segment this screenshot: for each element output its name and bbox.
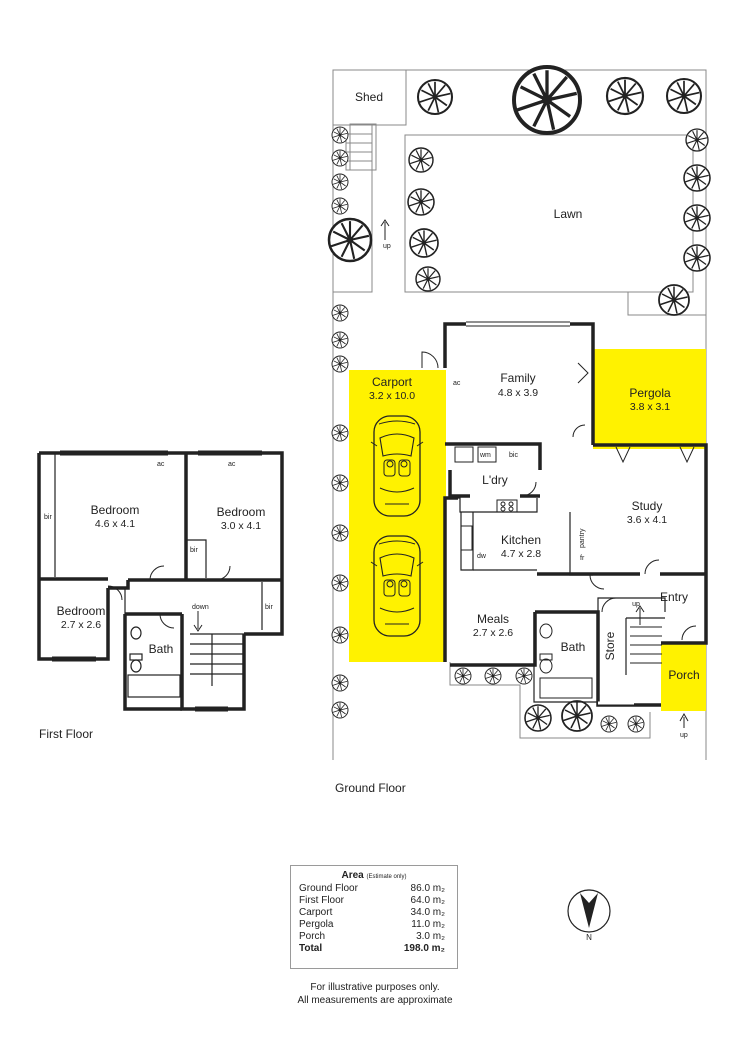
up-label-rear: up	[383, 243, 391, 250]
area-row: Carport 34.0 m₂	[299, 907, 445, 919]
area-row-label: Carport	[299, 907, 333, 918]
disclaimer: For illustrative purposes only. All meas…	[280, 981, 470, 1007]
kitchen-dims: 4.7 x 2.8	[501, 548, 541, 560]
cooktop	[496, 499, 518, 513]
dw-label: dw	[477, 553, 487, 560]
carport-label: Carport	[372, 375, 413, 389]
shed-label: Shed	[355, 90, 383, 104]
area-table: Ground Floor 86.0 m₂ First Floor 64.0 m₂ C…	[299, 883, 445, 955]
area-row-value: 3.0 m₂	[416, 931, 445, 942]
up-label-porch: up	[680, 732, 688, 739]
bir-label-3: bir	[265, 604, 273, 611]
washing-machine	[477, 446, 497, 463]
meals-dims: 2.7 x 2.6	[473, 627, 513, 639]
ground-bath-fixtures	[539, 623, 593, 699]
family-ac-label: ac	[453, 380, 461, 387]
laundry-sink	[454, 446, 474, 463]
ground-floor-thin-lines	[458, 497, 666, 703]
area-subtitle: (Estimate only)	[366, 874, 407, 880]
study-dims: 3.6 x 4.1	[627, 514, 667, 526]
area-row-value: 34.0 m₂	[410, 907, 445, 918]
bedroom3-label: Bedroom	[57, 604, 106, 618]
pantry-label: pantry	[579, 528, 586, 548]
area-row-label: Ground Floor	[299, 883, 358, 894]
area-total-value: 198.0 m₂	[403, 943, 445, 954]
ground-bath-label: Bath	[561, 640, 586, 654]
first-floor-label: First Floor	[39, 727, 93, 741]
area-row: First Floor 64.0 m₂	[299, 895, 445, 907]
bedroom3-dims: 2.7 x 2.6	[61, 619, 101, 631]
area-title: Area (Estimate only)	[291, 870, 457, 881]
first-bath-label: Bath	[149, 642, 174, 656]
porch-area	[661, 643, 706, 711]
front-garden-outline	[449, 662, 651, 739]
lawn-area: Lawn	[333, 125, 706, 316]
kitchen-label: Kitchen	[501, 533, 541, 547]
first-floor-windows	[52, 450, 262, 712]
entry-stairs	[630, 605, 662, 664]
disclaimer-line-2: All measurements are approximate	[297, 995, 453, 1006]
area-row: Ground Floor 86.0 m₂	[299, 883, 445, 895]
area-row: Pergola 11.0 m₂	[299, 919, 445, 931]
family-dims: 4.8 x 3.9	[498, 387, 538, 399]
bedroom1-dims: 4.6 x 4.1	[95, 518, 135, 530]
family-label: Family	[500, 371, 535, 385]
area-row-label: Pergola	[299, 919, 334, 930]
wm-label: wm	[479, 452, 491, 459]
bedroom2-ac-label: ac	[228, 461, 236, 468]
laundry-label: L'dry	[482, 473, 508, 487]
area-total-row: Total 198.0 m₂	[299, 943, 445, 955]
entry-label: Entry	[660, 590, 688, 604]
path-up-arrow: up	[380, 219, 391, 250]
bedroom2-label: Bedroom	[217, 505, 266, 519]
meals-label: Meals	[477, 612, 509, 626]
car-icon	[370, 415, 424, 517]
pergola-area	[593, 349, 706, 449]
windows	[466, 321, 634, 705]
first-floor-thin-lines	[54, 454, 263, 698]
fridge-label: fr	[580, 555, 585, 562]
compass-north-label: N	[586, 933, 592, 942]
area-row-value: 64.0 m₂	[410, 895, 445, 906]
carport-dims: 3.2 x 10.0	[369, 390, 415, 402]
area-row-value: 11.0 m₂	[411, 919, 445, 930]
bedroom1-label: Bedroom	[91, 503, 140, 517]
lawn-label: Lawn	[554, 207, 583, 221]
entry-up-label: up	[632, 601, 640, 608]
bedroom2-dims: 3.0 x 4.1	[221, 520, 261, 532]
area-total-label: Total	[299, 943, 323, 954]
porch-label: Porch	[668, 668, 699, 682]
first-floor-doors	[107, 565, 231, 629]
down-arrow	[193, 611, 203, 632]
ground-floor-walls	[443, 322, 708, 707]
area-summary-table: Area (Estimate only) Ground Floor 86.0 m₂…	[290, 865, 458, 969]
area-row-label: First Floor	[299, 895, 344, 906]
shed: Shed	[332, 69, 407, 126]
bedroom1-ac-label: ac	[157, 461, 165, 468]
bir-label-2: bir	[190, 547, 198, 554]
area-row-value: 86.0 m₂	[410, 883, 445, 894]
area-title-text: Area	[341, 870, 364, 881]
pergola-label: Pergola	[629, 386, 671, 400]
doors	[421, 351, 697, 641]
study-label: Study	[632, 499, 663, 513]
area-row: Porch 3.0 m₂	[299, 931, 445, 943]
car-icon	[370, 535, 424, 637]
bir-label-1: bir	[44, 514, 52, 521]
first-floor-walls	[37, 451, 284, 711]
compass-icon	[567, 889, 611, 933]
porch-up-arrow: up	[679, 712, 689, 739]
ground-floor-label: Ground Floor	[335, 781, 406, 795]
disclaimer-line-1: For illustrative purposes only.	[310, 982, 440, 993]
store-label: Store	[603, 631, 617, 660]
bic-label: bic	[509, 452, 518, 459]
area-row-label: Porch	[299, 931, 326, 942]
pergola-dims: 3.8 x 3.1	[630, 401, 670, 413]
down-label: down	[192, 604, 209, 611]
kitchen-sink	[460, 525, 473, 551]
